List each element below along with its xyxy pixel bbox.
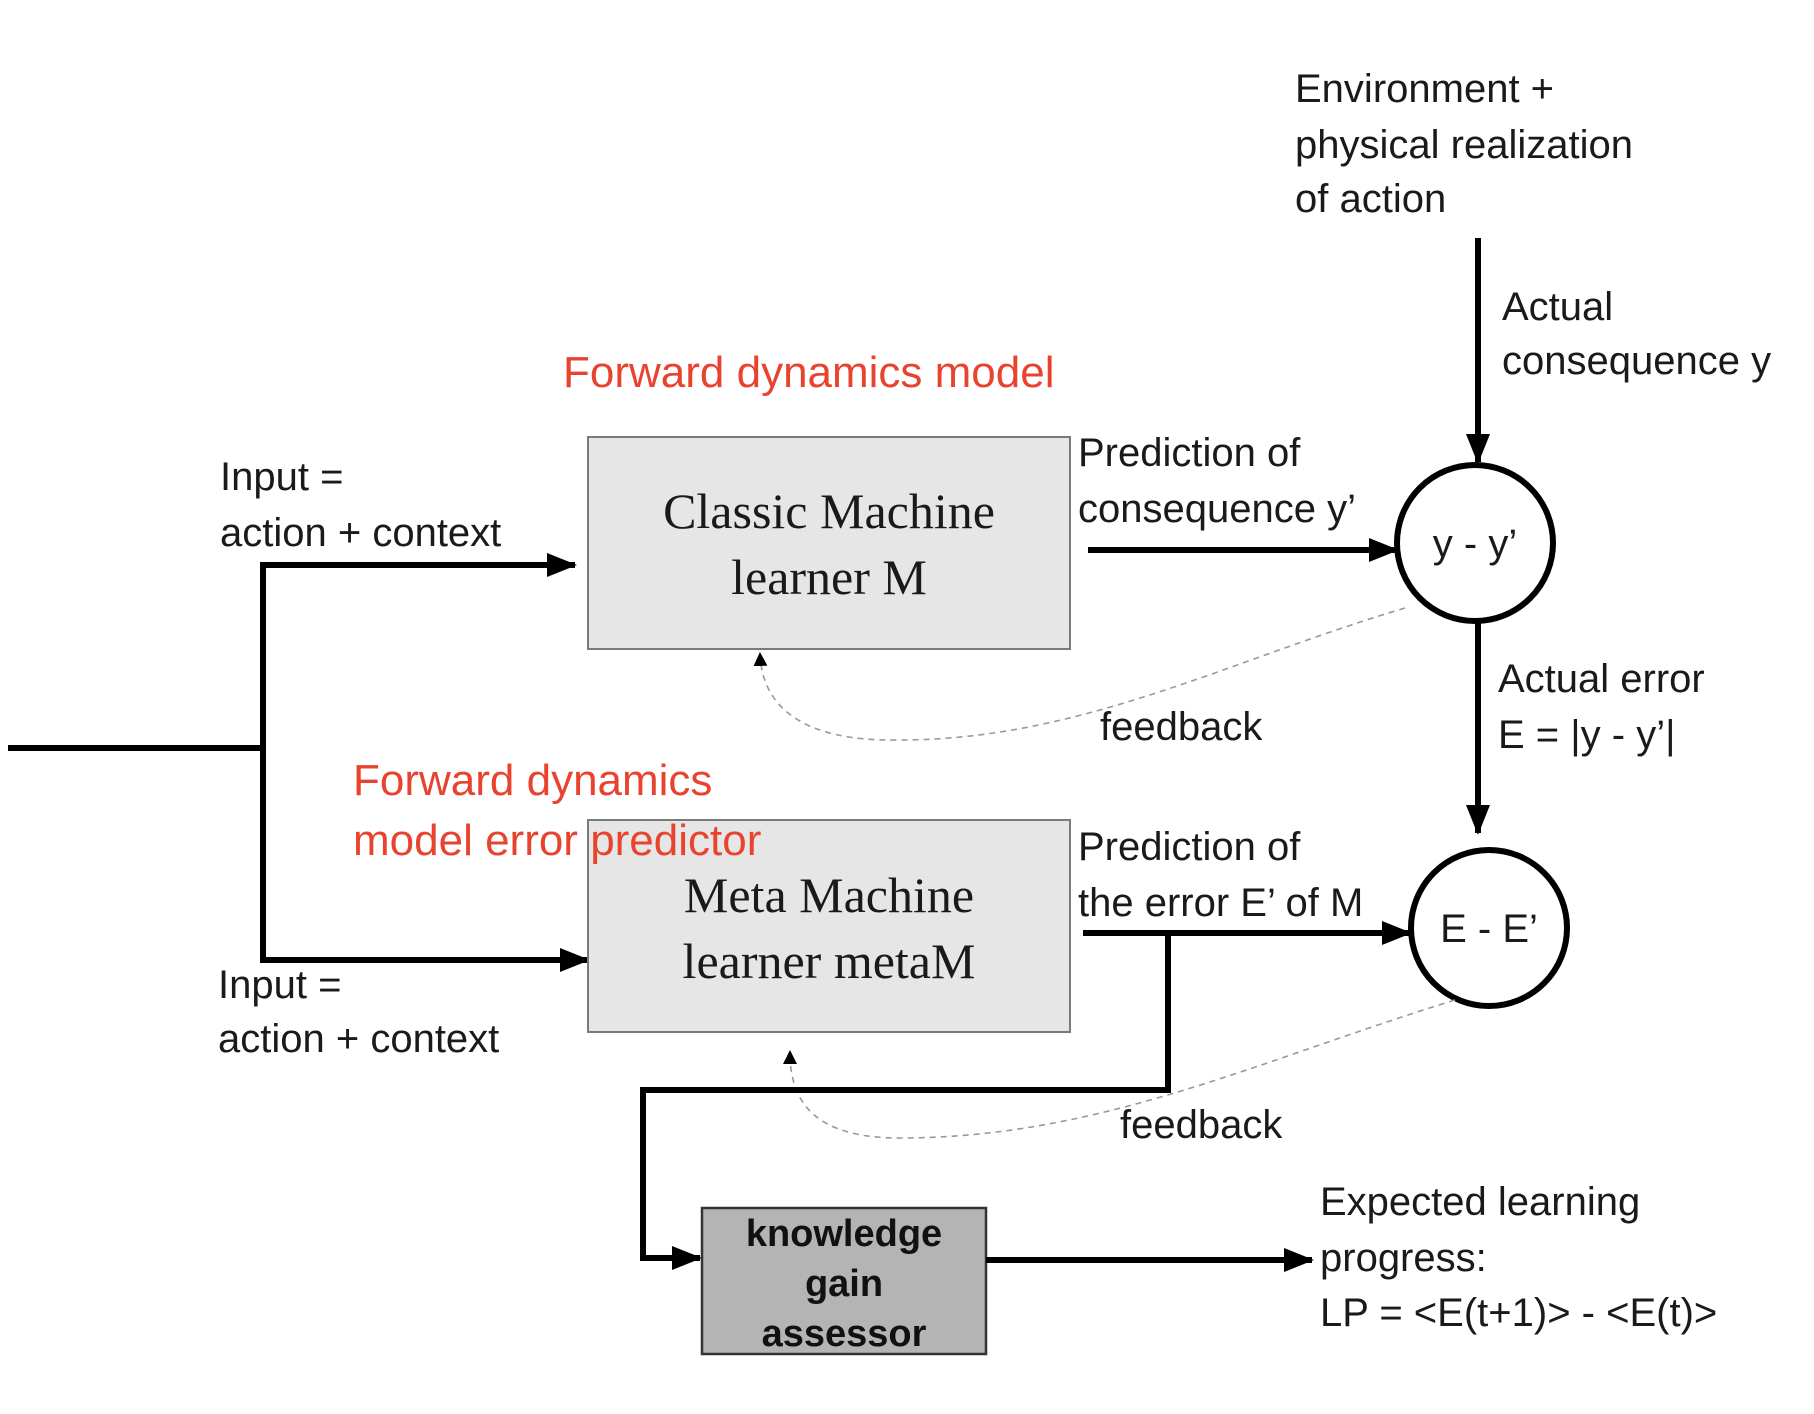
assessor-label-line2: gain [805,1263,883,1305]
prediction-consequence-label-line1: Prediction of [1078,431,1301,475]
knowledge-gain-assessor-box [700,1206,988,1356]
input-top-label-line2: action + context [220,511,501,555]
expected-lp-label-line2: progress: [1320,1236,1487,1280]
input-bottom-label-line2: action + context [218,1017,499,1061]
feedback-top-label: feedback [1100,705,1263,749]
classic-learner-box [587,436,1071,650]
environment-label-line1: Environment + [1295,67,1554,111]
error-circle-bottom-label: E - E’ [1440,907,1538,951]
prediction-error-label-line2: the error E’ of M [1078,881,1363,925]
feedback-curve-top [753,607,1406,741]
feedback-bottom-label: feedback [1120,1103,1283,1147]
meta-learner-label-line2: learner metaM [683,933,976,989]
environment-label-line3: of action [1295,177,1446,221]
classic-learner-label-line1: Classic Machine [663,483,995,539]
error-circle-bottom [1408,847,1570,1009]
actual-consequence-label-line2: consequence y [1502,339,1771,383]
forward-model-title: Forward dynamics model [563,348,1055,397]
environment-label-line2: physical realization [1295,123,1633,167]
prediction-consequence-label-line2: consequence y’ [1078,487,1356,531]
prediction-error-label-line1: Prediction of [1078,825,1301,869]
actual-error-label-line2: E = |y - y’| [1498,713,1675,757]
feedback-curve-bottom [783,999,1456,1139]
meta-learner-box [587,819,1071,1033]
error-circle-top [1394,462,1556,624]
input-bottom-label-line1: Input = [218,963,341,1007]
assessor-label-line3: assessor [762,1313,927,1355]
expected-lp-label-line3: LP = <E(t+1)> - <E(t)> [1320,1291,1717,1335]
error-predictor-title-line2: model error predictor [353,816,761,865]
expected-lp-label-line1: Expected learning [1320,1180,1640,1224]
error-circle-top-label: y - y’ [1433,522,1517,566]
assessor-route-line [640,933,1171,1258]
meta-learner-label-line1: Meta Machine [684,867,974,923]
input-top-label-line1: Input = [220,455,343,499]
actual-consequence-label-line1: Actual [1502,285,1613,329]
error-predictor-title-line1: Forward dynamics [353,756,712,805]
actual-error-label-line1: Actual error [1498,657,1705,701]
classic-learner-label-line2: learner M [731,549,927,605]
assessor-label-line1: knowledge [746,1213,942,1255]
